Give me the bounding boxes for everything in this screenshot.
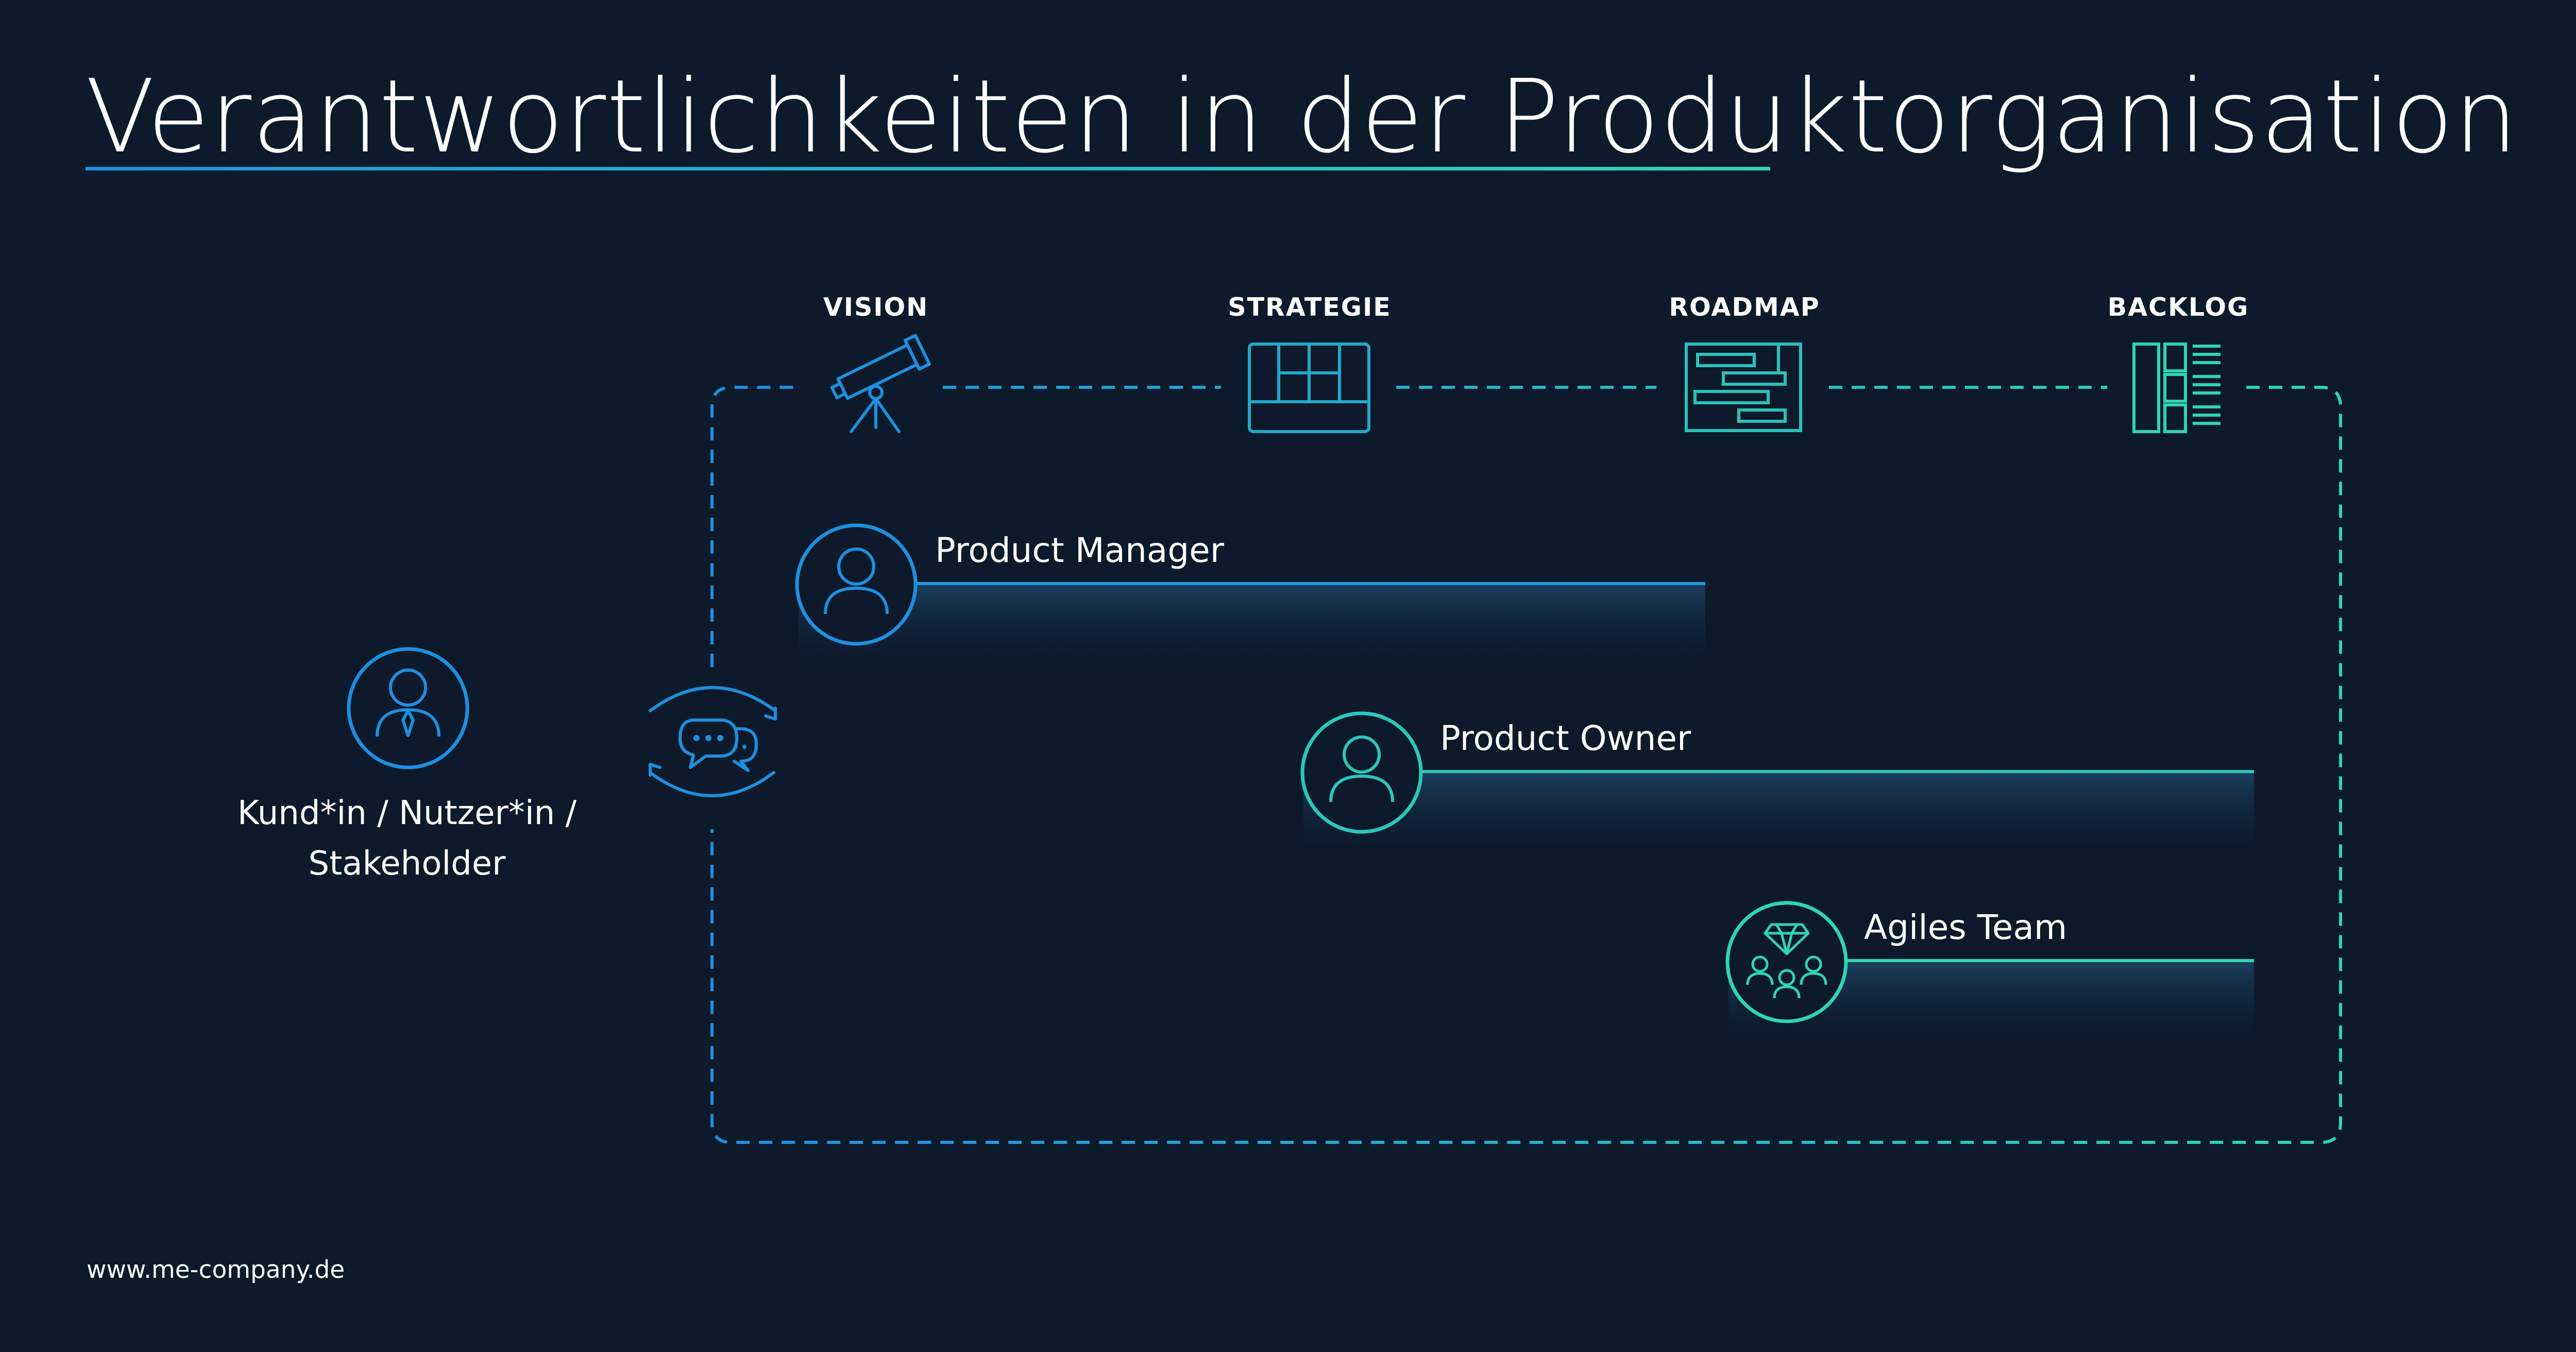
phase-label-vision: VISION — [823, 293, 929, 322]
customer-label: Kund*in / Nutzer*in / Stakeholder — [201, 788, 613, 889]
roadmap-icon — [1685, 343, 1802, 432]
product-owner-band — [1303, 772, 2254, 859]
customer-label-line1: Kund*in / Nutzer*in / — [237, 794, 577, 832]
page-title: Verantwortlichkeiten in der Produktorgan… — [86, 58, 2519, 176]
backlog-icon — [2132, 343, 2221, 433]
product-owner-bar — [1422, 770, 2254, 773]
role-label-agiles-team: Agiles Team — [1864, 908, 2067, 947]
role-label-product-owner: Product Owner — [1440, 718, 1691, 758]
footer-url: www.me-company.de — [87, 1256, 345, 1284]
phase-label-roadmap: ROADMAP — [1669, 293, 1820, 322]
product-manager-avatar — [795, 523, 918, 646]
process-loop — [710, 386, 2342, 1144]
product-manager-bar — [917, 582, 1705, 585]
team-diamond-icon — [1725, 901, 1848, 1023]
phase-label-strategie: STRATEGIE — [1228, 293, 1392, 322]
telescope-icon — [830, 334, 931, 433]
agiles-team-bar — [1847, 959, 2254, 962]
product-manager-band — [799, 584, 1705, 671]
strategy-board-icon — [1248, 343, 1370, 433]
conversation-cycle-icon — [649, 686, 777, 797]
role-label-product-manager: Product Manager — [935, 530, 1224, 570]
customer-label-line2: Stakeholder — [308, 845, 506, 883]
phase-label-backlog: BACKLOG — [2107, 293, 2249, 322]
title-underline — [86, 167, 1770, 170]
businessperson-icon — [347, 647, 469, 769]
product-owner-avatar — [1300, 711, 1423, 834]
